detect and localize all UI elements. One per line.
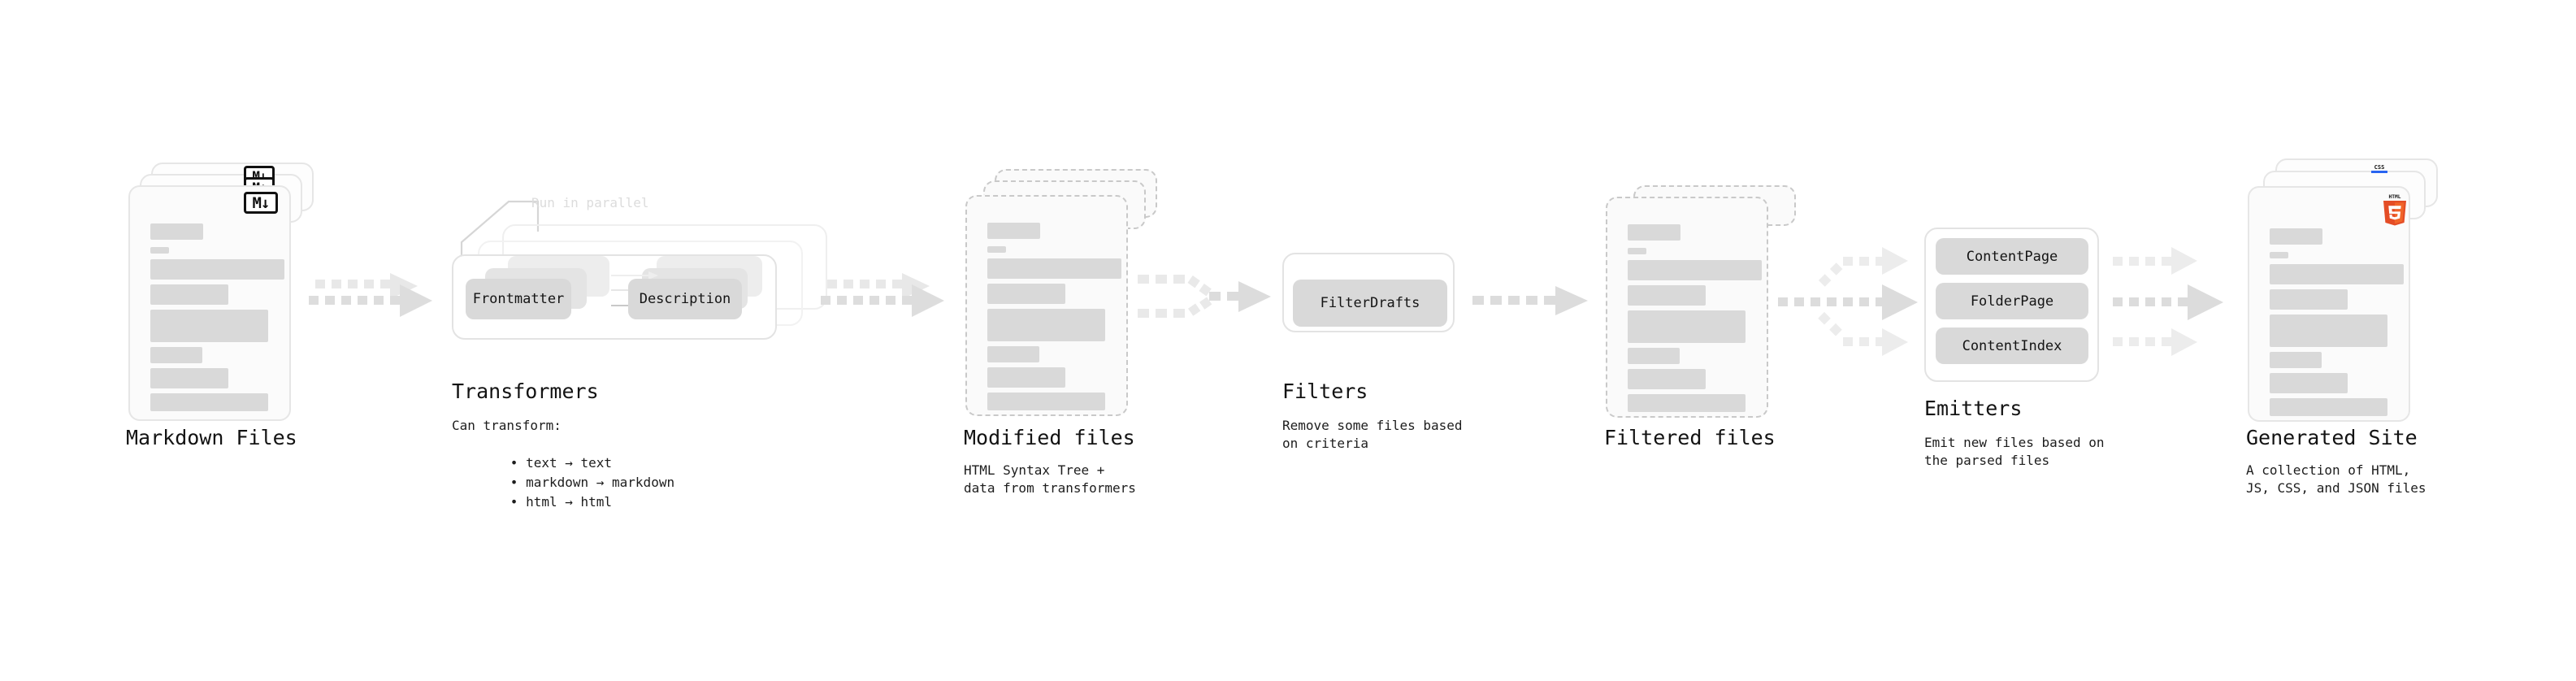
svg-text:HTML: HTML: [2389, 194, 2401, 200]
modified-subtitle-line-2: data from transformers: [964, 480, 1136, 496]
emitter-chip-contentindex[interactable]: ContentIndex: [1936, 327, 2088, 364]
arrow-filtered-to-emitters: [1778, 229, 1941, 375]
transformer-chip-label: Description: [639, 291, 731, 307]
stage-title-filtered: Filtered files: [1604, 426, 1776, 449]
emitter-chip-label: ContentPage: [1966, 248, 2058, 265]
skeleton-bar: [150, 368, 228, 388]
skeleton-bar: [987, 309, 1105, 341]
emitters-subtitle-line-2: the parsed files: [1924, 453, 2050, 468]
arrow-icon: [1472, 286, 1588, 315]
skeleton-bar: [2270, 373, 2348, 393]
transformer-chip-label: Frontmatter: [472, 291, 565, 307]
transformer-chip-frontmatter[interactable]: Frontmatter: [466, 279, 571, 319]
skeleton-bar: [1628, 348, 1680, 364]
arrow-transformers-to-modified: [821, 268, 967, 358]
arrow-filters-to-filtered: [1472, 283, 1602, 332]
arrow-icon: [2113, 247, 2223, 356]
skeleton-bar: [150, 284, 228, 305]
html5-icon-glyph: HTML: [2383, 194, 2406, 226]
parallel-note: Run in parallel: [531, 195, 649, 210]
css-icon: CSS: [2370, 163, 2389, 174]
css-icon-glyph: CSS: [2371, 164, 2387, 173]
emitter-chip-label: ContentIndex: [1962, 337, 2062, 354]
skeleton-bar: [150, 223, 203, 240]
emitter-chip-label: FolderPage: [1970, 293, 2054, 310]
markdown-icon: M↓: [244, 192, 278, 214]
stage-title-markdown: Markdown Files: [126, 426, 297, 449]
skeleton-bar: [987, 246, 1006, 253]
stage-title-transformers: Transformers: [452, 380, 599, 403]
stage-title-emitters: Emitters: [1924, 397, 2023, 420]
skeleton-bar: [150, 259, 284, 280]
markdown-icon-glyph: M↓: [252, 193, 271, 212]
html5-icon: HTML: [2381, 193, 2409, 226]
skeleton-bar: [987, 258, 1121, 279]
skeleton-bar: [1628, 260, 1762, 280]
stage-title-modified: Modified files: [964, 426, 1135, 449]
transformer-chip-description[interactable]: Description: [628, 279, 742, 319]
arrow-markdown-to-transformers: [309, 268, 455, 358]
modified-subtitle-line-1: HTML Syntax Tree +: [964, 462, 1105, 478]
transformers-bullet-2: • markdown → markdown: [510, 475, 675, 490]
skeleton-bar: [1628, 310, 1746, 343]
generated-doc-front: [2248, 186, 2410, 422]
emitters-subtitle-line-1: Emit new files based on: [1924, 435, 2105, 450]
modified-doc-front: [965, 195, 1128, 416]
skeleton-bar: [2270, 314, 2387, 347]
skeleton-bar: [987, 393, 1105, 410]
skeleton-bar: [150, 347, 202, 363]
filters-subtitle-line-1: Remove some files based: [1282, 418, 1463, 433]
skeleton-bar: [2270, 252, 2288, 258]
emitter-chip-folderpage[interactable]: FolderPage: [1936, 283, 2088, 319]
generated-subtitle-line-1: A collection of HTML,: [2246, 462, 2411, 478]
emitter-chip-contentpage[interactable]: ContentPage: [1936, 238, 2088, 275]
filters-subtitle-line-2: on criteria: [1282, 436, 1368, 451]
transformers-bullet-label: markdown → markdown: [526, 475, 675, 490]
arrow-emitters-to-generated: [2113, 229, 2267, 375]
generated-subtitle-line-2: JS, CSS, and JSON files: [2246, 480, 2426, 496]
filter-chip-filterdrafts[interactable]: FilterDrafts: [1293, 280, 1447, 327]
stage-title-filters: Filters: [1282, 380, 1368, 403]
transformers-bullet-label: text → text: [526, 455, 613, 471]
skeleton-bar: [2270, 398, 2387, 416]
transformers-subtitle-heading: Can transform:: [452, 418, 562, 433]
skeleton-bar: [2270, 352, 2322, 368]
skeleton-bar: [150, 393, 268, 411]
skeleton-bar: [987, 284, 1065, 304]
filter-chip-label: FilterDrafts: [1320, 295, 1420, 311]
skeleton-bar: [150, 247, 169, 254]
skeleton-bar: [987, 346, 1039, 362]
skeleton-bar: [1628, 224, 1680, 241]
skeleton-bar: [1628, 369, 1706, 389]
filtered-doc-front: [1606, 197, 1768, 418]
skeleton-bar: [1628, 394, 1746, 412]
parallel-bracket-icon: [460, 200, 540, 262]
stage-title-generated: Generated Site: [2246, 426, 2418, 449]
skeleton-bar: [987, 367, 1065, 388]
skeleton-bar: [1628, 248, 1646, 254]
arrow-icon: [821, 273, 944, 317]
skeleton-bar: [987, 223, 1040, 239]
transformers-bullet-label: html → html: [526, 494, 613, 510]
skeleton-bar: [150, 310, 268, 342]
skeleton-bar: [2270, 264, 2404, 284]
skeleton-bar: [2270, 289, 2348, 310]
arrow-icon: [1778, 247, 1918, 356]
skeleton-bar: [1628, 285, 1706, 306]
arrow-modified-to-filters: [1138, 258, 1292, 356]
markdown-doc-front: [128, 185, 291, 421]
arrow-icon: [309, 273, 432, 317]
skeleton-bar: [2270, 228, 2322, 245]
arrow-icon: [1138, 275, 1271, 318]
svg-text:CSS: CSS: [2374, 164, 2385, 171]
transformers-bullet-3: • html → html: [510, 494, 613, 510]
transformers-bullet-1: • text → text: [510, 455, 613, 471]
